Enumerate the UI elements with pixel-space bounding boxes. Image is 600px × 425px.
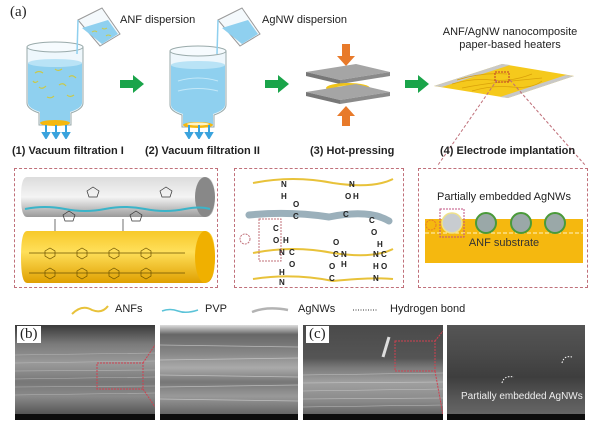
svg-text:N: N <box>281 180 287 189</box>
process-arrow-icon-2 <box>265 75 289 93</box>
svg-text:H: H <box>377 240 383 249</box>
process-arrow-icon-3 <box>405 75 429 93</box>
svg-text:C: C <box>381 250 387 259</box>
process-arrow-icon-1 <box>120 75 144 93</box>
step-2-label: (2) Vacuum filtration II <box>145 145 260 157</box>
sem-info-bar <box>303 414 443 420</box>
vacuum-arrows-icon-1 <box>38 125 78 139</box>
vacuum-arrows-icon-2 <box>181 125 221 139</box>
legend: ANFs PVP AgNWs Hydrogen bond <box>60 302 580 318</box>
svg-text:C: C <box>329 274 335 283</box>
anf-substrate-label: ANF substrate <box>468 237 540 249</box>
svg-text:O: O <box>273 236 279 245</box>
sem-info-bar <box>447 414 585 420</box>
svg-text:O: O <box>289 260 295 269</box>
sem-image-b-zoom <box>160 325 298 420</box>
step-1-label: (1) Vacuum filtration I <box>12 145 124 157</box>
panel-c-label: (c) <box>306 326 329 343</box>
svg-text:O: O <box>381 262 387 271</box>
svg-text:N: N <box>341 250 347 259</box>
svg-text:H: H <box>353 192 359 201</box>
legend-agnws-label: AgNWs <box>298 303 336 315</box>
legend-anfs-swatch <box>70 304 110 316</box>
panel-a-label: (a) <box>10 4 27 20</box>
svg-text:H: H <box>283 236 289 245</box>
svg-text:N: N <box>373 274 379 283</box>
product-label-line1: ANF/AgNW nanocomposite <box>442 26 578 38</box>
svg-text:H: H <box>341 260 347 269</box>
legend-anfs-label: ANFs <box>115 303 143 315</box>
svg-text:N: N <box>373 250 379 259</box>
product-label: ANF/AgNW nanocomposite paper-based heate… <box>435 26 585 52</box>
embedded-agnws-title: Partially embedded AgNWs <box>437 191 571 203</box>
sem-info-bar <box>160 414 298 420</box>
legend-hbond-swatch <box>352 304 378 316</box>
svg-text:N: N <box>279 278 285 287</box>
svg-text:C: C <box>289 248 295 257</box>
panel-b-label: (b) <box>17 326 41 343</box>
sem-info-bar <box>15 414 155 420</box>
svg-text:C: C <box>343 210 349 219</box>
legend-pvp-swatch <box>160 304 200 316</box>
hot-press-icon <box>300 44 392 126</box>
svg-text:C: C <box>369 216 375 225</box>
detail-box-interface <box>14 168 218 288</box>
svg-text:N: N <box>279 248 285 257</box>
beaker-anf-icon <box>72 6 122 54</box>
product-label-line2: paper-based heaters <box>459 39 561 51</box>
sem-image-b-overview <box>15 325 155 420</box>
detail-box-embedded: Partially embedded AgNWs ANF substrate <box>418 168 588 288</box>
sem-c-annotation: Partially embedded AgNWs <box>461 391 583 402</box>
vacuum-funnel-1 <box>25 35 85 135</box>
svg-text:O: O <box>293 200 299 209</box>
agnw-dispersion-label: AgNW dispersion <box>262 14 347 26</box>
step-4-label: (4) Electrode implantation <box>440 145 576 157</box>
svg-text:N: N <box>349 180 355 189</box>
svg-text:O: O <box>345 192 351 201</box>
legend-hbond-label: Hydrogen bond <box>390 303 466 315</box>
svg-text:C: C <box>333 250 339 259</box>
legend-pvp-label: PVP <box>205 303 228 315</box>
anf-dispersion-label: ANF dispersion <box>120 14 196 26</box>
svg-text:H: H <box>281 192 287 201</box>
svg-text:O: O <box>333 238 339 247</box>
svg-text:H: H <box>373 262 379 271</box>
svg-text:H: H <box>279 268 285 277</box>
svg-text:O: O <box>329 262 335 271</box>
beaker-agnw-icon <box>212 6 262 54</box>
svg-text:O: O <box>371 228 377 237</box>
sem-image-c-zoom: Partially embedded AgNWs <box>447 325 585 420</box>
legend-agnws-swatch <box>250 304 290 316</box>
step-3-label: (3) Hot-pressing <box>310 145 395 157</box>
svg-text:C: C <box>293 212 299 221</box>
paper-heater-icon <box>432 60 577 100</box>
svg-text:C: C <box>273 224 279 233</box>
vacuum-funnel-2 <box>168 45 228 135</box>
